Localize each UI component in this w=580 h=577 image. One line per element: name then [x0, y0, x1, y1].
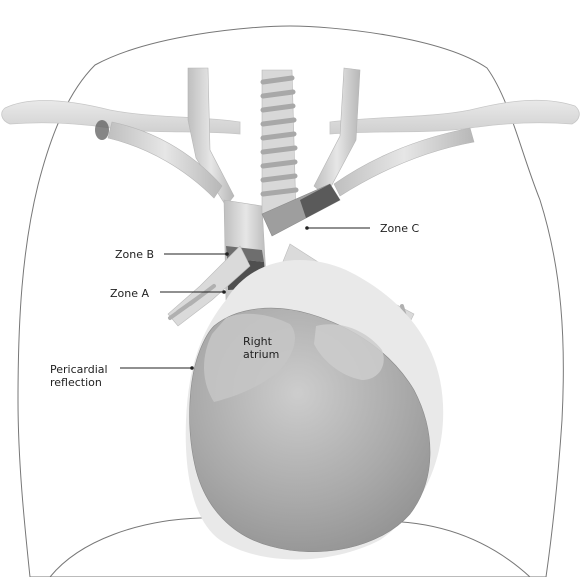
zone-b-label: Zone B — [115, 248, 154, 261]
right-clavicle — [330, 100, 579, 134]
right-atrium-label-line2: atrium — [243, 348, 279, 361]
sternoclavicular-joint — [95, 120, 109, 140]
right-atrium-label-line1: Right — [243, 335, 273, 348]
zone-c-label: Zone C — [380, 222, 420, 235]
pericardial-leader-dot — [190, 366, 194, 370]
zone-c-leader-dot — [305, 226, 309, 230]
trachea — [262, 70, 296, 214]
pericardial-label-line2: reflection — [50, 376, 102, 389]
zone-a-label: Zone A — [110, 287, 150, 300]
zone-b-leader-dot — [225, 252, 229, 256]
zone-a-leader-dot — [222, 290, 226, 294]
pericardial-label-line1: Pericardial — [50, 363, 108, 376]
